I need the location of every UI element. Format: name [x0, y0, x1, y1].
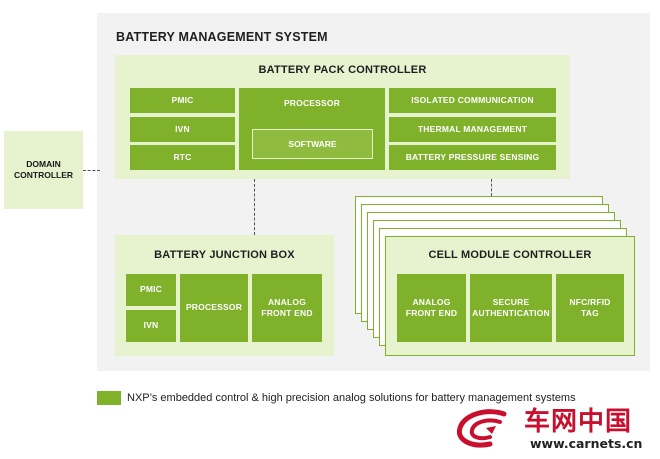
domain-controller-label: DOMAIN CONTROLLER	[13, 158, 74, 180]
cell-afe-block: ANALOG FRONT END	[397, 274, 466, 342]
pack-software-block: SOFTWARE	[252, 129, 373, 159]
watermark-url: www.carnets.cn	[530, 436, 643, 451]
pack-title: BATTERY PACK CONTROLLER	[258, 64, 427, 76]
legend-text: NXP’s embedded control & high precision …	[127, 392, 576, 404]
cell-nfc-block: NFC/RFID TAG	[556, 274, 624, 342]
pack-ivn-block: IVN	[130, 117, 235, 142]
pack-rtc-block: RTC	[130, 145, 235, 170]
pack-to-junction-line	[254, 179, 255, 235]
cell-title: CELL MODULE CONTROLLER	[428, 249, 592, 261]
carnets-logo-icon	[456, 409, 507, 448]
junction-processor-block: PROCESSOR	[180, 274, 248, 342]
pack-thermal-block: THERMAL MANAGEMENT	[389, 117, 556, 142]
pack-to-cell-line	[491, 179, 492, 196]
junction-ivn-block: IVN	[126, 310, 176, 342]
pack-pmic-block: PMIC	[130, 88, 235, 113]
bms-title: BATTERY MANAGEMENT SYSTEM	[116, 30, 328, 44]
junction-title: BATTERY JUNCTION BOX	[154, 249, 295, 261]
cell-secure-auth-block: SECURE AUTHENTICATION	[470, 274, 552, 342]
pack-pressure-block: BATTERY PRESSURE SENSING	[389, 145, 556, 170]
junction-pmic-block: PMIC	[126, 274, 176, 306]
junction-afe-block: ANALOG FRONT END	[252, 274, 322, 342]
watermark-cn: 车网中国	[524, 407, 633, 437]
pack-processor-label: PROCESSOR	[283, 98, 341, 108]
watermark-logo	[452, 406, 520, 452]
pack-isolated-comm-block: ISOLATED COMMUNICATION	[389, 88, 556, 113]
domain-connector-line	[83, 170, 100, 171]
legend-swatch	[97, 391, 121, 405]
domain-controller: DOMAIN CONTROLLER	[4, 131, 83, 209]
